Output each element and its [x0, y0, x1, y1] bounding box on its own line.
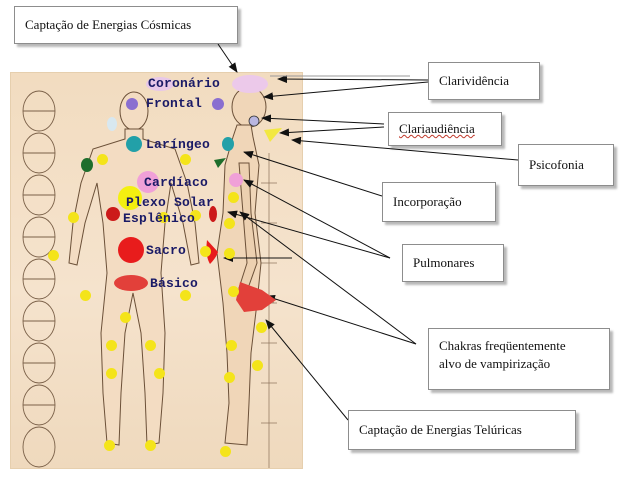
minor-point: [180, 154, 191, 165]
basico-front-chakra: [114, 275, 148, 291]
minor-point: [256, 322, 267, 333]
arrow-psicofonia: [291, 136, 519, 161]
minor-point: [145, 440, 156, 451]
psicofonia-point: [264, 128, 282, 142]
head-profile-column: [22, 90, 56, 468]
minor-point: [158, 212, 169, 223]
minor-point: [180, 290, 191, 301]
minor-point: [154, 368, 165, 379]
minor-point: [68, 212, 79, 223]
cardiaco-side-chakra: [229, 173, 243, 187]
frontal-front-chakra: [126, 98, 138, 110]
callout-cosmicas: Captação de Energias Cósmicas: [14, 6, 238, 44]
minor-point: [120, 312, 131, 323]
plexo-solar-front-chakra: [118, 186, 142, 210]
arrow-cosmicas: [217, 43, 238, 73]
minor-point: [228, 286, 239, 297]
arrow-clarividencia-frontal: [263, 81, 429, 101]
label-coronario: Coronário: [148, 76, 221, 91]
basico-side-chakra: [236, 282, 276, 312]
arrow-vampirizacao-b: [265, 294, 417, 345]
green-point-left: [81, 158, 93, 172]
callout-psicofonia-text: Psicofonia: [529, 157, 584, 172]
minor-point: [80, 290, 91, 301]
arrow-vampirizacao-a: [239, 211, 417, 345]
arrow-pulmonares-a: [243, 179, 391, 259]
minor-point: [224, 248, 235, 259]
callout-teluricas: Captação de Energias Telúricas: [348, 410, 576, 450]
callout-incorporacao-text: Incorporação: [393, 194, 462, 209]
coronario-side-chakra: [232, 75, 268, 93]
sacro-front-chakra: [118, 237, 144, 263]
callout-clariaudiencia: Clariaudiência: [388, 112, 502, 146]
callout-vampirizacao-line1: Chakras freqüentemente: [439, 338, 566, 353]
laringeo-side-chakra: [222, 137, 234, 151]
arrow-incorporacao: [243, 150, 383, 197]
minor-point: [97, 154, 108, 165]
minor-point: [106, 368, 117, 379]
coronario-front-chakra: [146, 77, 174, 91]
minor-point: [224, 372, 235, 383]
cardiaco-front-chakra: [137, 171, 159, 193]
callout-psicofonia: Psicofonia: [518, 144, 614, 186]
callout-teluricas-text: Captação de Energias Telúricas: [359, 422, 522, 437]
arrow-clariaudiencia-a: [261, 114, 385, 125]
minor-point: [226, 340, 237, 351]
arrow-pulmonares-b: [227, 210, 391, 259]
minor-point: [252, 360, 263, 371]
minor-point: [200, 246, 211, 257]
ear-point: [248, 115, 260, 127]
frontal-side-chakra: [212, 98, 224, 110]
esplenico-front-chakra: [106, 207, 120, 221]
callout-clarividencia-text: Clarividência: [439, 73, 510, 88]
laringeo-front-chakra: [126, 136, 142, 152]
arrow-teluricas: [265, 319, 349, 421]
esplenico-side-chakra: [209, 206, 217, 222]
label-cardiaco: Cardíaco: [144, 175, 209, 190]
ear-light-point: [107, 117, 117, 131]
label-frontal: Frontal: [146, 96, 203, 111]
callout-clarividencia: Clarividência: [428, 62, 540, 100]
callout-pulmonares-text: Pulmonares: [413, 255, 475, 270]
arrow-clarividencia-coronario: [277, 75, 429, 84]
label-laringeo: Laríngeo: [146, 137, 211, 152]
callout-cosmicas-text: Captação de Energias Cósmicas: [25, 17, 192, 32]
minor-point: [48, 250, 59, 261]
callout-vampirizacao: Chakras freqüentemente alvo de vampiriza…: [428, 328, 610, 390]
callout-vampirizacao-line2: alvo de vampirização: [439, 356, 551, 371]
minor-point: [220, 446, 231, 457]
callout-incorporacao: Incorporação: [382, 182, 496, 222]
minor-point: [106, 340, 117, 351]
label-sacro: Sacro: [146, 243, 187, 258]
label-esplenico: Esplênico: [123, 211, 196, 226]
sacro-side-chakra: [206, 240, 218, 264]
green-point-side: [214, 158, 226, 168]
minor-point: [228, 192, 239, 203]
minor-point: [145, 340, 156, 351]
minor-point: [104, 440, 115, 451]
label-basico: Básico: [150, 276, 199, 291]
callout-pulmonares: Pulmonares: [402, 244, 504, 282]
arrow-clariaudiencia-b: [279, 126, 385, 137]
minor-point: [224, 218, 235, 229]
label-plexo-solar: Plexo Solar: [126, 195, 215, 210]
callout-clariaudiencia-text: Clariaudiência: [399, 121, 475, 136]
minor-point: [190, 210, 201, 221]
